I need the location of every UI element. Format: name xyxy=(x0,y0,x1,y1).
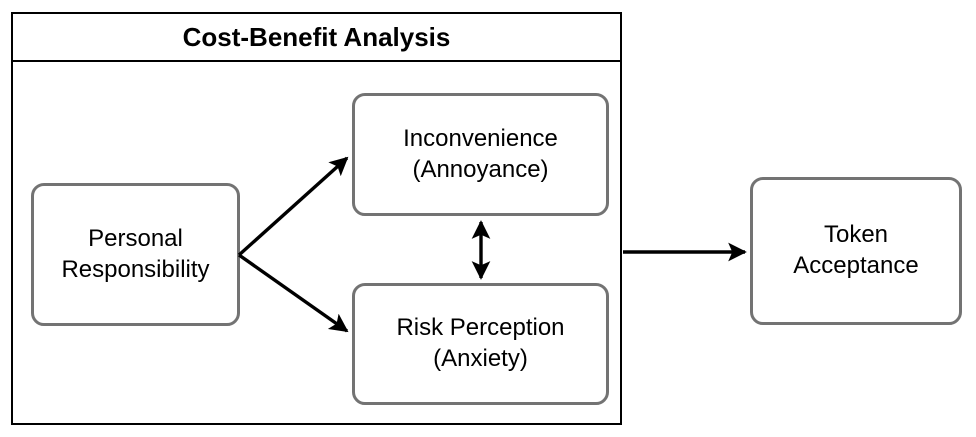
node-risk-perception[interactable]: Risk Perception (Anxiety) xyxy=(352,283,609,405)
node-risk-perception-label: Risk Perception (Anxiety) xyxy=(396,314,565,372)
node-token-acceptance[interactable]: Token Acceptance xyxy=(750,177,962,325)
node-inconvenience-label: Inconvenience (Annoyance) xyxy=(403,124,558,183)
node-token-acceptance-label: Token Acceptance xyxy=(793,221,919,279)
group-title: Cost-Benefit Analysis xyxy=(182,22,451,52)
node-personal-responsibility-label: Personal Responsibility xyxy=(61,224,210,283)
group-header: Cost-Benefit Analysis xyxy=(13,14,620,62)
node-inconvenience[interactable]: Inconvenience (Annoyance) xyxy=(352,93,609,216)
node-personal-responsibility[interactable]: Personal Responsibility xyxy=(31,183,240,326)
